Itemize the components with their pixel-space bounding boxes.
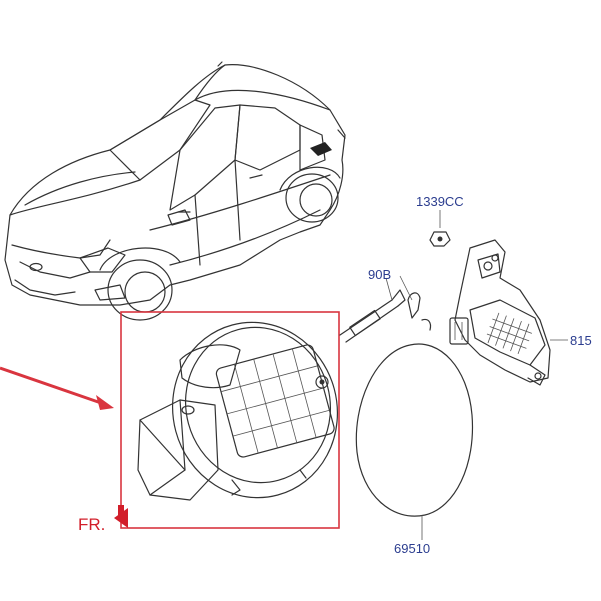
highlight-frame bbox=[120, 311, 340, 529]
pointer-arrow bbox=[0, 366, 114, 410]
front-direction-marker: FR. bbox=[78, 505, 128, 534]
part-label-90b: 90B bbox=[368, 267, 391, 282]
front-label: FR. bbox=[78, 515, 105, 534]
part-label-1339cc: 1339CC bbox=[416, 194, 464, 209]
fuel-door-panel-69510 bbox=[355, 343, 474, 540]
actuator-rod-90b bbox=[339, 275, 432, 343]
front-arrow-icon bbox=[114, 508, 128, 528]
fastener-1339cc bbox=[429, 210, 451, 247]
fuel-filler-housing bbox=[137, 321, 339, 501]
car-illustration bbox=[4, 61, 346, 321]
actuator-bracket-815 bbox=[449, 239, 568, 386]
part-label-815: 815 bbox=[570, 333, 592, 348]
part-label-69510: 69510 bbox=[394, 541, 430, 556]
